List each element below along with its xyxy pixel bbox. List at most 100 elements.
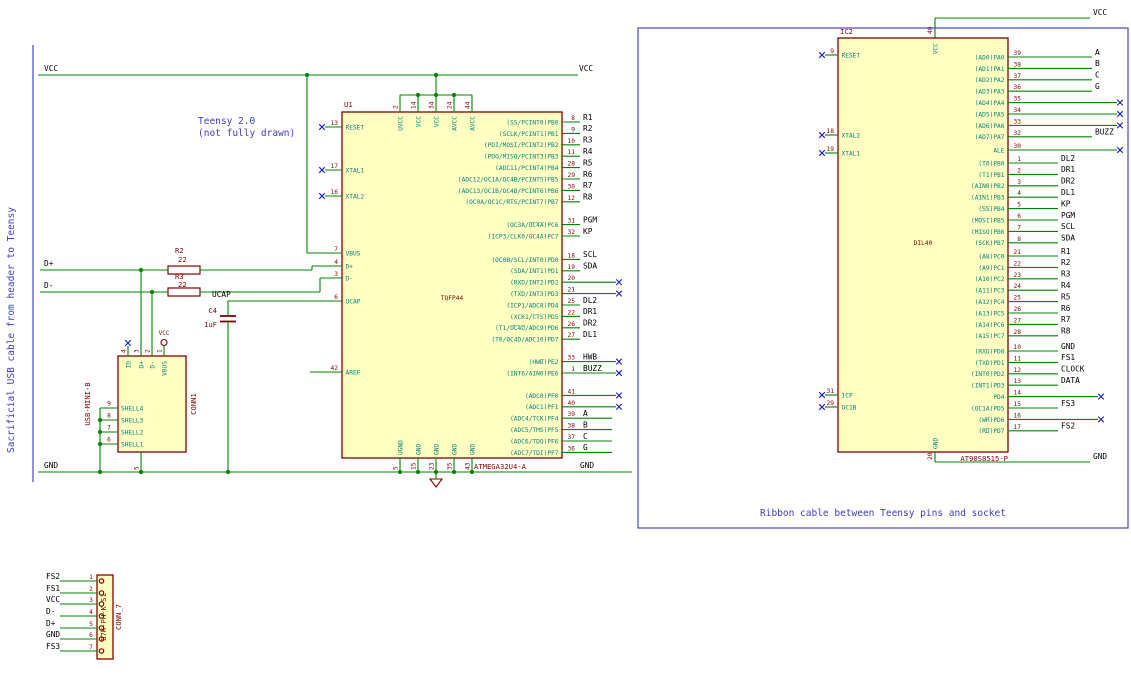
net-label-dr1[interactable]: DR1 <box>1061 165 1075 174</box>
net-label-ucap[interactable]: UCAP <box>212 290 231 299</box>
net-label-c[interactable]: C <box>583 432 588 441</box>
net-label-dl1[interactable]: DL1 <box>583 330 597 339</box>
resistor-r3-body[interactable] <box>167 287 201 297</box>
conn7-reference[interactable]: CONN_7 <box>114 604 123 630</box>
c4-value[interactable]: 1uF <box>204 320 217 329</box>
c4-reference[interactable]: C4 <box>208 306 217 315</box>
net-label-scl[interactable]: SCL <box>583 250 597 259</box>
net-label-vcc[interactable]: VCC <box>579 64 593 73</box>
pin-name: (A14)PC6 <box>975 322 1005 329</box>
net-label-dl1[interactable]: DL1 <box>1061 188 1075 197</box>
net-label-r5[interactable]: R5 <box>1061 292 1071 301</box>
net-label-dl2[interactable]: DL2 <box>583 296 597 305</box>
net-label-data[interactable]: DATA <box>1061 376 1080 385</box>
conn7-value[interactable]: B7K-PH-K-S1 <box>99 593 108 641</box>
net-label-b[interactable]: B <box>1095 59 1100 68</box>
net-label-vcc[interactable]: VCC <box>44 64 58 73</box>
net-label-fs2[interactable]: FS2 <box>1061 422 1075 431</box>
net-label-dr2[interactable]: DR2 <box>583 319 597 328</box>
teensy-note-line1: Teensy 2.0 <box>198 116 255 127</box>
pin-number: 33 <box>568 355 576 362</box>
u1-body[interactable] <box>341 111 563 459</box>
net-label-dminus[interactable]: D- <box>44 281 53 290</box>
net-label-r1[interactable]: R1 <box>1061 247 1071 256</box>
net-label-dr1[interactable]: DR1 <box>583 307 597 316</box>
net-label-vcc[interactable]: VCC <box>1093 8 1107 17</box>
net-label-hwb[interactable]: HWB <box>583 352 597 361</box>
net-label-d-[interactable]: D- <box>46 607 55 616</box>
net-label-dr2[interactable]: DR2 <box>1061 177 1075 186</box>
net-label-kp[interactable]: KP <box>1061 199 1071 208</box>
net-label-b[interactable]: B <box>583 420 588 429</box>
net-label-clock[interactable]: CLOCK <box>1061 365 1085 374</box>
net-label-r6[interactable]: R6 <box>583 170 593 179</box>
net-label-gnd[interactable]: GND <box>46 630 60 639</box>
pin-name: (RD)PD7 <box>978 428 1004 435</box>
net-label-r6[interactable]: R6 <box>1061 304 1071 313</box>
pin-number: 40 <box>927 26 934 34</box>
net-label-a[interactable]: A <box>583 409 588 418</box>
net-label-fs1[interactable]: FS1 <box>1061 353 1075 362</box>
net-label-fs2[interactable]: FS2 <box>46 572 60 581</box>
net-label-r7[interactable]: R7 <box>583 181 593 190</box>
junction-dot <box>138 469 144 475</box>
net-label-r2[interactable]: R2 <box>1061 258 1071 267</box>
net-label-fs3[interactable]: FS3 <box>46 642 60 651</box>
pin-number: 30 <box>1014 143 1022 150</box>
u1-reference[interactable]: U1 <box>344 100 353 109</box>
net-label-r3[interactable]: R3 <box>1061 270 1071 279</box>
usb-value[interactable]: USB-MINI-B <box>83 382 92 425</box>
net-label-r4[interactable]: R4 <box>1061 281 1071 290</box>
net-label-gnd[interactable]: GND <box>44 461 58 470</box>
net-label-buzz[interactable]: BUZZ <box>1095 128 1114 137</box>
net-label-g[interactable]: G <box>1095 82 1100 91</box>
resistor-r2-body[interactable] <box>167 265 201 275</box>
no-connect-icon <box>1116 110 1124 118</box>
usb-reference[interactable]: CONN1 <box>189 393 198 415</box>
net-label-r1[interactable]: R1 <box>583 113 593 122</box>
net-label-r2[interactable]: R2 <box>583 124 593 133</box>
net-label-a[interactable]: A <box>1095 48 1100 57</box>
net-label-sda[interactable]: SDA <box>583 262 597 271</box>
r3-reference[interactable]: R3 <box>175 272 184 281</box>
net-label-dl2[interactable]: DL2 <box>1061 154 1075 163</box>
r2-reference[interactable]: R2 <box>175 246 184 255</box>
net-label-sda[interactable]: SDA <box>1061 234 1075 243</box>
ic2-body[interactable] <box>837 37 1009 453</box>
u1-footprint[interactable]: TQFP44 <box>441 295 464 302</box>
net-label-r7[interactable]: R7 <box>1061 315 1071 324</box>
net-label-scl[interactable]: SCL <box>1061 222 1075 231</box>
net-label-dplus[interactable]: D+ <box>44 259 54 268</box>
u1-part-name[interactable]: ATMEGA32U4-A <box>474 462 527 471</box>
no-connect-icon <box>818 391 826 399</box>
net-label-r8[interactable]: R8 <box>583 193 593 202</box>
net-label-d+[interactable]: D+ <box>46 619 56 628</box>
pin-name: (SS/PCINT0)PB0 <box>506 119 558 126</box>
usb-connector-body[interactable] <box>117 355 187 453</box>
net-label-buzz[interactable]: BUZZ <box>583 364 602 373</box>
ic2-reference[interactable]: IC2 <box>840 27 853 36</box>
net-label-r3[interactable]: R3 <box>583 136 593 145</box>
net-label-pgm[interactable]: PGM <box>1061 211 1075 220</box>
net-label-kp[interactable]: KP <box>583 227 593 236</box>
net-label-fs1[interactable]: FS1 <box>46 584 60 593</box>
net-label-gnd[interactable]: GND <box>1061 342 1075 351</box>
net-label-vcc[interactable]: VCC <box>46 595 60 604</box>
r2-value[interactable]: 22 <box>178 255 187 264</box>
r3-value[interactable]: 22 <box>178 280 187 289</box>
pin-name: (OC1A)PD5 <box>971 405 1005 412</box>
net-label-g[interactable]: G <box>583 443 588 452</box>
ic2-footprint[interactable]: DIL40 <box>914 240 933 247</box>
conn7-body[interactable] <box>96 574 114 660</box>
net-label-c[interactable]: C <box>1095 71 1100 80</box>
net-label-r4[interactable]: R4 <box>583 147 593 156</box>
pin-name: (AD2)PA2 <box>975 77 1005 84</box>
net-label-gnd[interactable]: GND <box>580 461 594 470</box>
net-label-r8[interactable]: R8 <box>1061 327 1071 336</box>
net-label-r5[interactable]: R5 <box>583 158 593 167</box>
net-label-pgm[interactable]: PGM <box>583 215 597 224</box>
ic2-part-name[interactable]: AT90S8515-P <box>960 454 1008 463</box>
net-label-gnd[interactable]: GND <box>1093 452 1107 461</box>
junction-dot <box>433 72 439 78</box>
net-label-fs3[interactable]: FS3 <box>1061 399 1075 408</box>
